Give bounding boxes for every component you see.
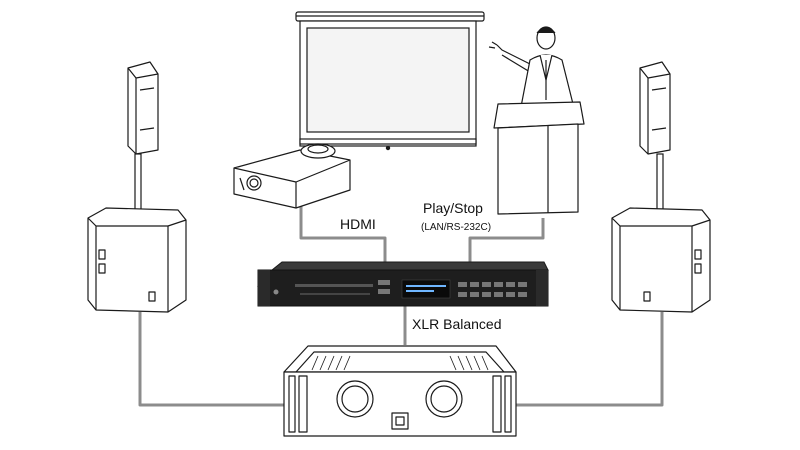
power-amplifier	[283, 345, 517, 437]
hdmi-cable	[299, 206, 387, 262]
cables	[138, 206, 664, 407]
left-top-speaker	[127, 61, 159, 155]
lectern	[493, 101, 585, 215]
projection-screen	[295, 11, 485, 151]
right-speaker-pole	[656, 153, 664, 213]
media-player	[257, 261, 549, 307]
lan-rs232c-cable	[468, 218, 545, 262]
right-subwoofer	[611, 207, 711, 313]
projector	[233, 143, 351, 209]
presenter	[488, 26, 576, 113]
left-speaker-pole	[134, 153, 142, 213]
left-subwoofer	[87, 207, 187, 313]
left-speaker-cable	[138, 312, 284, 407]
right-speaker-cable	[515, 312, 664, 407]
xlr-balanced-label: XLR Balanced	[412, 316, 502, 332]
hdmi-label: HDMI	[340, 216, 376, 232]
play-stop-label: Play/Stop	[423, 200, 483, 216]
lan-rs232c-label: (LAN/RS-232C)	[421, 222, 492, 233]
right-top-speaker	[639, 61, 671, 155]
